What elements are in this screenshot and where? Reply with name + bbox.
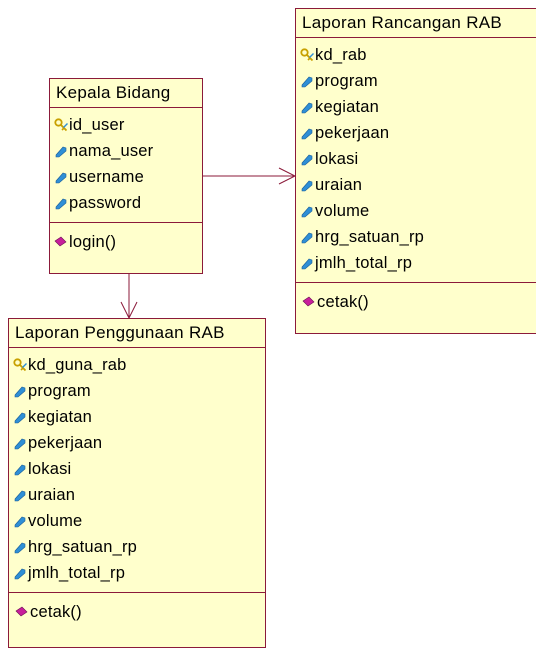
attribute-item[interactable]: pekerjaan — [13, 430, 265, 456]
operation-item[interactable]: cetak() — [302, 289, 536, 315]
attribute-name: nama_user — [69, 141, 154, 160]
attribute-item[interactable]: jmlh_total_rp — [13, 560, 265, 586]
attribute-icon — [13, 488, 28, 502]
class-title: Kepala Bidang — [50, 79, 202, 108]
attribute-item[interactable]: kegiatan — [13, 404, 265, 430]
attribute-name: id_user — [69, 115, 125, 134]
attribute-icon — [300, 178, 315, 192]
attribute-name: volume — [28, 511, 83, 530]
attribute-item[interactable]: id_user — [54, 112, 202, 138]
attribute-name: kd_rab — [315, 45, 367, 64]
attribute-name: pekerjaan — [28, 433, 103, 452]
attribute-icon — [300, 256, 315, 270]
attribute-item[interactable]: kegiatan — [300, 94, 536, 120]
attribute-item[interactable]: kd_rab — [300, 42, 536, 68]
attribute-item[interactable]: hrg_satuan_rp — [13, 534, 265, 560]
attribute-icon — [300, 230, 315, 244]
attribute-icon — [300, 152, 315, 166]
attribute-item[interactable]: password — [54, 190, 202, 216]
attribute-icon — [13, 462, 28, 476]
attribute-icon — [300, 74, 315, 88]
class-title: Laporan Penggunaan RAB — [9, 319, 265, 348]
attribute-icon — [13, 540, 28, 554]
operation-list: cetak() — [9, 593, 265, 631]
attribute-icon — [54, 170, 69, 184]
attribute-icon — [13, 514, 28, 528]
operation-name: cetak() — [317, 292, 369, 311]
operation-icon — [54, 235, 69, 249]
attribute-name: lokasi — [315, 149, 359, 168]
attribute-icon — [13, 384, 28, 398]
attribute-item[interactable]: program — [300, 68, 536, 94]
attribute-name: kegiatan — [315, 97, 379, 116]
class-kepala-bidang[interactable]: Kepala Bidang id_user nama_user username pa… — [49, 78, 203, 274]
attribute-item[interactable]: nama_user — [54, 138, 202, 164]
attribute-icon — [13, 410, 28, 424]
operation-list: cetak() — [296, 283, 536, 321]
operation-name: cetak() — [30, 602, 82, 621]
attribute-name: hrg_satuan_rp — [315, 227, 425, 246]
key-attribute-icon — [54, 118, 69, 132]
attribute-name: pekerjaan — [315, 123, 390, 142]
attribute-name: hrg_satuan_rp — [28, 537, 138, 556]
attribute-icon — [13, 436, 28, 450]
attribute-item[interactable]: jmlh_total_rp — [300, 250, 536, 276]
attribute-list: id_user nama_user username password — [50, 108, 202, 223]
key-attribute-icon — [300, 48, 315, 62]
class-title: Laporan Rancangan RAB — [296, 9, 536, 38]
attribute-item[interactable]: username — [54, 164, 202, 190]
attribute-item[interactable]: hrg_satuan_rp — [300, 224, 536, 250]
attribute-name: kd_guna_rab — [28, 355, 127, 374]
attribute-item[interactable]: lokasi — [300, 146, 536, 172]
attribute-name: lokasi — [28, 459, 72, 478]
attribute-item[interactable]: lokasi — [13, 456, 265, 482]
attribute-item[interactable]: volume — [300, 198, 536, 224]
attribute-item[interactable]: program — [13, 378, 265, 404]
attribute-name: jmlh_total_rp — [28, 563, 126, 582]
attribute-icon — [13, 566, 28, 580]
operation-item[interactable]: cetak() — [15, 599, 265, 625]
attribute-name: jmlh_total_rp — [315, 253, 413, 272]
attribute-icon — [300, 126, 315, 140]
attribute-item[interactable]: uraian — [300, 172, 536, 198]
attribute-item[interactable]: volume — [13, 508, 265, 534]
attribute-icon — [300, 100, 315, 114]
attribute-item[interactable]: kd_guna_rab — [13, 352, 265, 378]
attribute-name: program — [315, 71, 378, 90]
operation-item[interactable]: login() — [54, 229, 202, 255]
attribute-item[interactable]: pekerjaan — [300, 120, 536, 146]
operation-list: login() — [50, 223, 202, 261]
attribute-item[interactable]: uraian — [13, 482, 265, 508]
attribute-name: password — [69, 193, 142, 212]
attribute-name: volume — [315, 201, 370, 220]
operation-icon — [15, 605, 30, 619]
operation-icon — [302, 295, 317, 309]
attribute-icon — [54, 144, 69, 158]
attribute-name: kegiatan — [28, 407, 92, 426]
key-attribute-icon — [13, 358, 28, 372]
operation-name: login() — [69, 232, 117, 251]
attribute-icon — [300, 204, 315, 218]
attribute-name: program — [28, 381, 91, 400]
attribute-name: username — [69, 167, 144, 186]
attribute-icon — [54, 196, 69, 210]
attribute-name: uraian — [315, 175, 363, 194]
attribute-name: uraian — [28, 485, 76, 504]
